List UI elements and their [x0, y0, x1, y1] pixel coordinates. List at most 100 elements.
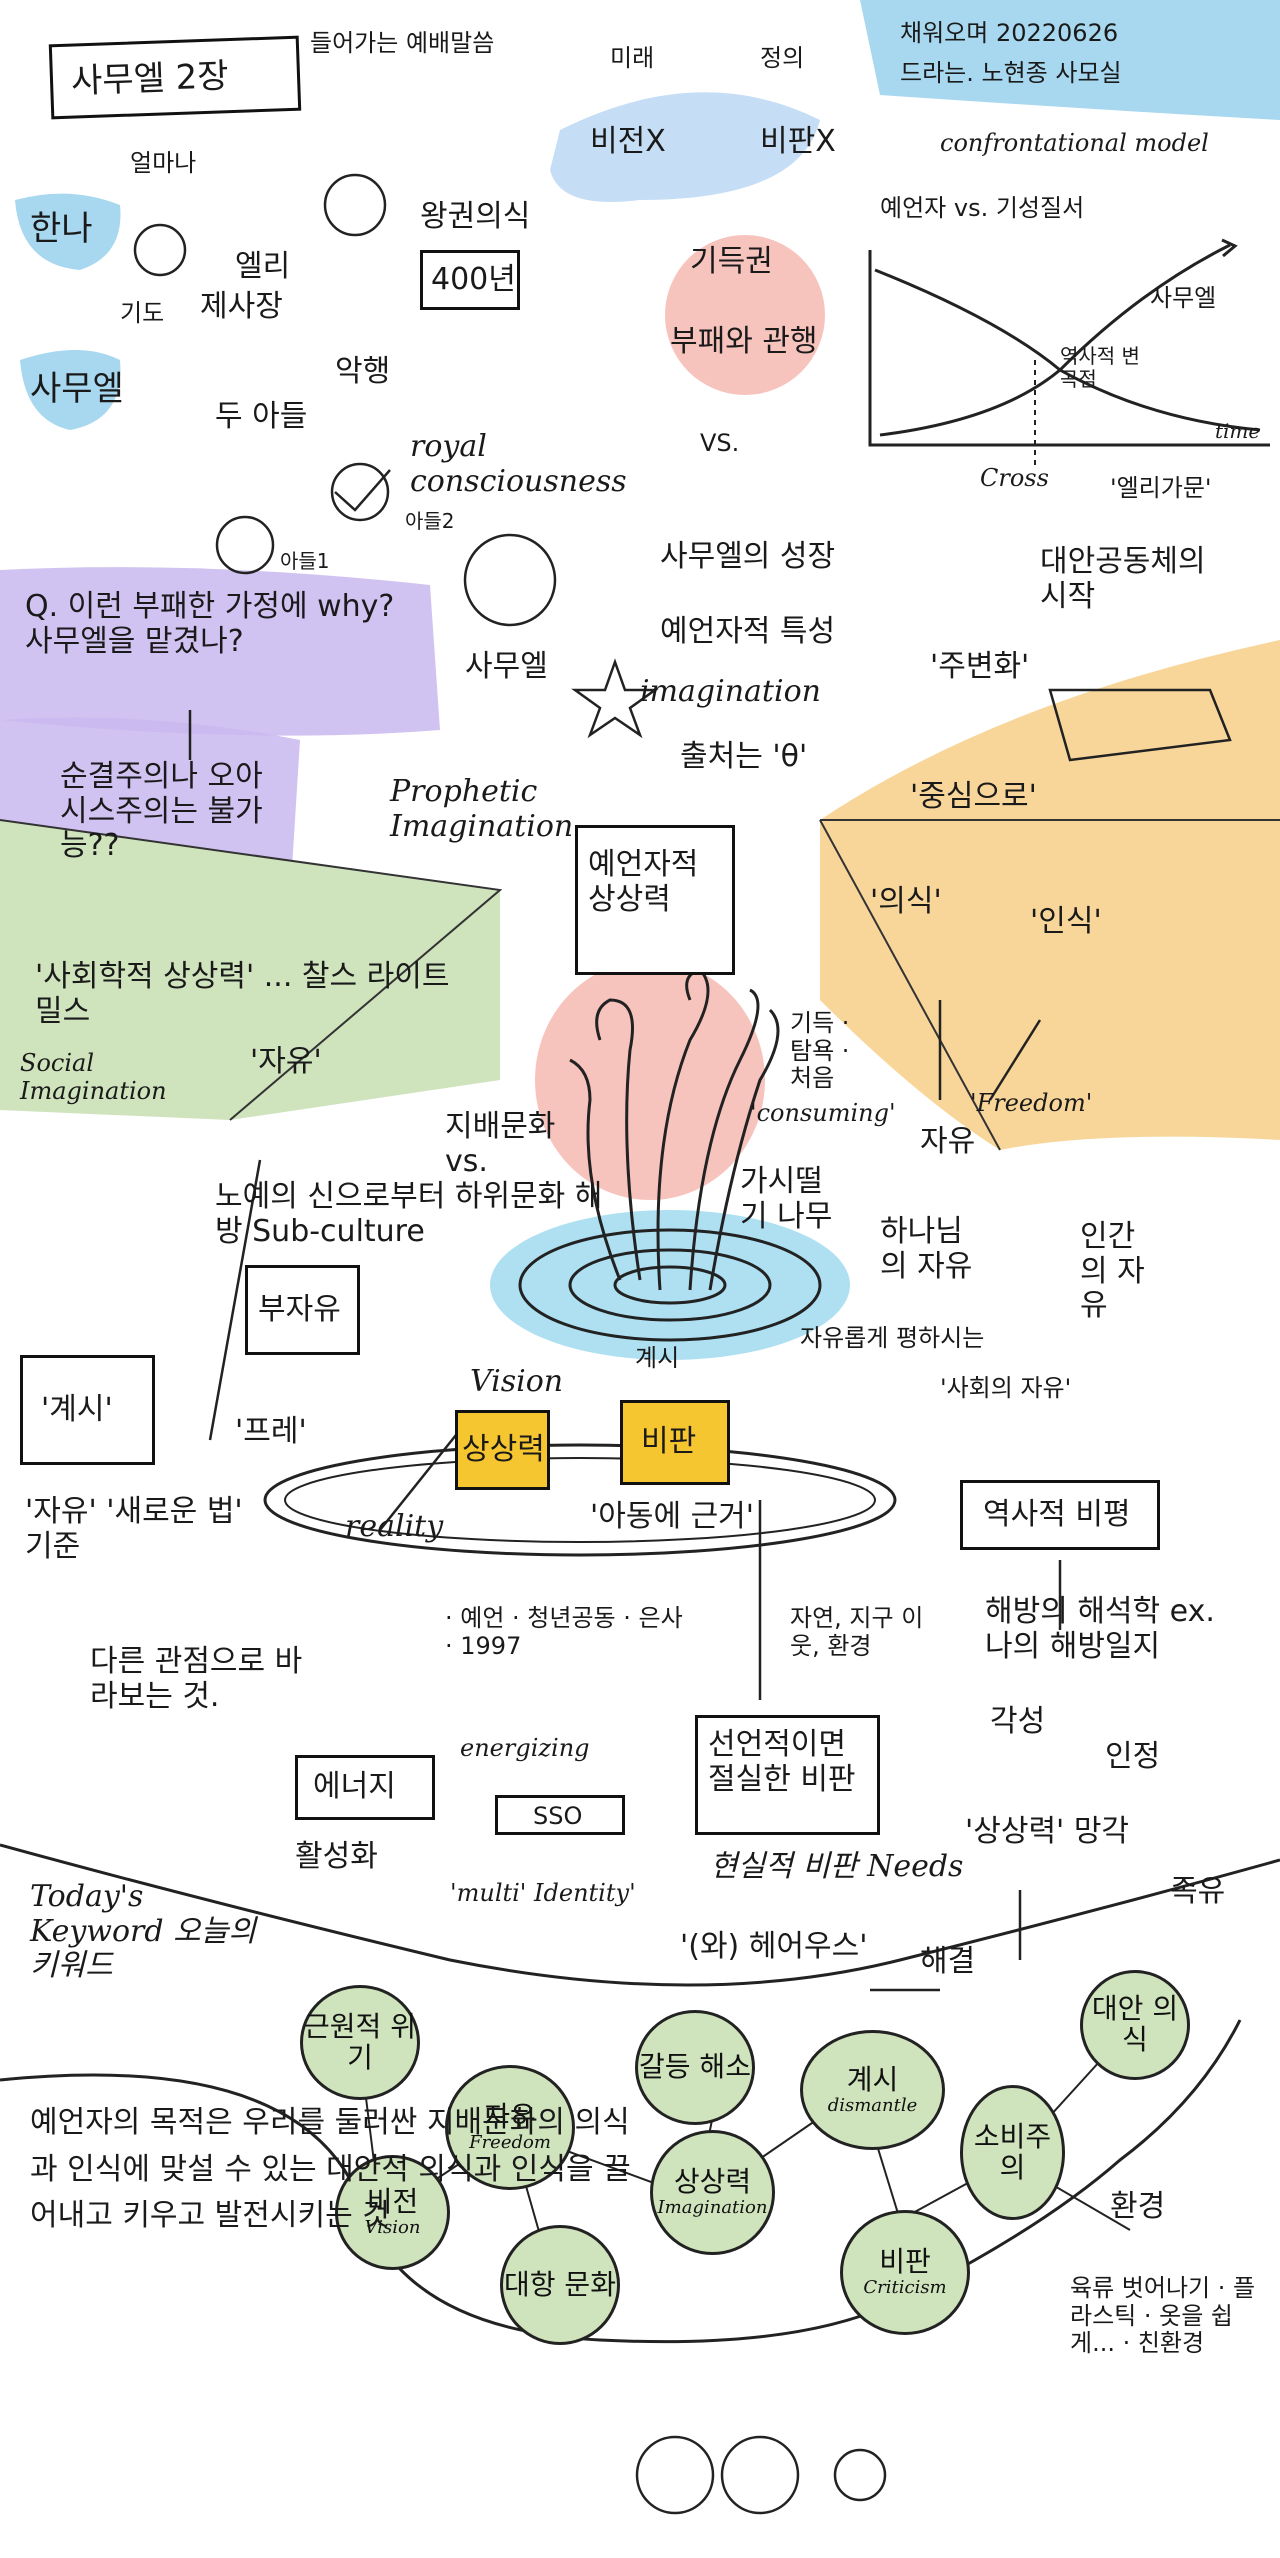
keyword-criticism-en: Criticism	[863, 2277, 947, 2298]
satisfy-label: 족유	[1170, 1874, 1226, 1909]
byline-line2: 드라는. 노현종 사모실	[900, 59, 1122, 87]
graph-time-label: time	[1215, 419, 1261, 443]
human-freedom-label: 인간의 자유	[1080, 1219, 1145, 1323]
evil-label: 악행	[335, 354, 391, 389]
other-view-label: 다른 관점으로 바라보는 것.	[90, 1644, 303, 1714]
wash-green-left	[0, 820, 500, 1120]
imagination-box: 상상력	[455, 1410, 550, 1490]
god-freedom-label: 하나님의 자유	[880, 1214, 973, 1284]
keyword-imagination: 상상력 Imagination	[650, 2130, 775, 2255]
prophetic-kr-box: 예언자적 상상력	[575, 825, 735, 975]
keyword-crisis-kr: 근원적 위기	[304, 2009, 416, 2074]
consuming-kr-label: 기득 · 탐욕 · 처음	[790, 1009, 850, 1093]
consciousness-label: '의식'	[870, 884, 942, 919]
years-box: 400년	[420, 250, 520, 310]
graph-eli-label: '엘리가문'	[1110, 474, 1212, 502]
graph-title: confrontational model	[940, 129, 1209, 157]
ruling-vs-label: 지배문화 vs.	[445, 1109, 556, 1179]
keyword-consumerism: 소비주의	[960, 2085, 1065, 2220]
justice-label: 정의	[760, 44, 805, 72]
vested-label: 기득권	[690, 244, 773, 279]
social-title: '사회학적 상상력' ... 찰스 라이트 밀스	[35, 959, 450, 1029]
criticism-box: 비판	[620, 1400, 730, 1485]
keyword-imagination-kr: 상상력	[673, 2165, 752, 2199]
bottom-wave-divider	[0, 2019, 1242, 2344]
wash-pink-fountain	[535, 960, 765, 1200]
freedom-kr-label: 자유	[920, 1124, 976, 1159]
keyword-conflict: 갈등 해소	[635, 2010, 755, 2125]
source-label: 출처는 'θ'	[680, 739, 808, 774]
hannah-label: 한나	[30, 209, 93, 249]
sons-fail-label: 아들1	[280, 549, 330, 573]
freedom-en-label: 'Freedom'	[970, 1089, 1093, 1117]
good-realistic-label: 선언적이면 절실한 비판	[708, 1727, 856, 1797]
lower-curve-divider	[0, 1843, 1280, 1987]
keyword-heading: Today's Keyword 오늘의 키워드	[30, 1879, 256, 1983]
prophet-trait-label: 예언자적 특성	[660, 614, 836, 649]
social-freedom: '자유'	[250, 1044, 322, 1079]
reality-label: reality	[345, 1509, 444, 1544]
wash-orange-right	[820, 640, 1280, 1150]
flow-arrows	[188, 710, 1062, 1992]
multi-label: 'multi' Identity'	[450, 1879, 636, 1907]
recognition-label: 인정	[1105, 1739, 1161, 1774]
wash-blue-hannah	[15, 193, 121, 270]
keyword-conflict-kr: 갈등 해소	[639, 2050, 751, 2084]
sso-box: SSO	[495, 1795, 625, 1835]
future-label: 미래	[610, 44, 655, 72]
keyword-alt-consciousness: 대안 의식	[1080, 1970, 1190, 2080]
margin-label: '주변화'	[930, 649, 1030, 684]
keyword-vision-en: Vision	[364, 2217, 421, 2238]
wash-blue-topright	[860, 0, 1280, 120]
realistic-label: 현실적 비판 Needs	[710, 1849, 964, 1884]
green-tabletop-left	[0, 819, 503, 1121]
nature-label: 자연, 지구 이웃, 환경	[790, 1604, 924, 1660]
sons2-label: 아들2	[405, 509, 455, 533]
wash-teal-pool	[490, 1210, 850, 1360]
graph-history-label: 역사적 변곡점	[1060, 344, 1140, 391]
bujayu-box: 부자유	[245, 1265, 360, 1355]
wash-pink-vested	[665, 235, 825, 395]
keyword-criticism-kr: 비판	[879, 2245, 931, 2279]
byline-line1: 채워오며 20220626	[900, 19, 1119, 47]
confrontation-graph	[868, 238, 1270, 470]
ask-label: 얼마나	[130, 149, 197, 177]
question-text: Q. 이런 부패한 가정에 why? 사무엘을 맡겼나?	[25, 589, 395, 659]
wash-blue-swirl	[550, 92, 820, 202]
activation-label: 활성화	[295, 1839, 378, 1874]
synthesis-label: 각성	[990, 1704, 1046, 1739]
social-freedom-label: '사회의 자유'	[940, 1374, 1072, 1402]
grounds-label: '아동에 근거'	[590, 1499, 755, 1534]
reality-ellipse	[263, 1443, 897, 1557]
wash-blue-samuel	[20, 350, 121, 430]
amazing-label: '(와) 헤어우스'	[680, 1929, 868, 1964]
bujayu-label: 부자유	[258, 1292, 341, 1327]
imagination-label: imagination	[640, 674, 821, 709]
page-title: 사무엘 2장	[70, 56, 230, 102]
vision-en-label: Vision	[470, 1364, 564, 1399]
social-en: Social Imagination	[20, 1049, 167, 1105]
historical-label: 역사적 비평	[983, 1497, 1131, 1532]
title-banner: 사무엘 2장	[48, 35, 302, 120]
critique-x-label: 비판X	[760, 124, 836, 159]
graph-samuel-label: 사무엘	[1150, 284, 1217, 312]
prophetic-en-label: Prophetic Imagination	[390, 774, 574, 844]
prophetic-kr-label: 예언자적 상상력	[588, 847, 699, 917]
environment-label: 환경	[1110, 2189, 1166, 2224]
vs-label: VS.	[700, 429, 740, 457]
samuel-face-label: 사무엘	[465, 649, 548, 684]
labour-label: 가시떨기 나무	[740, 1164, 833, 1234]
keyword-imagination-en: Imagination	[657, 2197, 768, 2218]
priest-label: 제사장	[200, 289, 283, 324]
corruption-label: 부패와 관행	[670, 324, 818, 359]
answer-text: 순결주의나 오아시스주의는 불가능??	[60, 759, 263, 863]
imagination-poverty-label: '상상력' 망각	[965, 1814, 1130, 1849]
keyword-consumerism-kr: 소비주의	[973, 2119, 1052, 2184]
royal-en-label: royal consciousness	[410, 429, 627, 499]
graph-cross-label: Cross	[980, 464, 1049, 492]
liberation-label: 노예의 신으로부터 하위문화 해방 Sub-culture	[215, 1179, 603, 1249]
alt-community-label: 대안공동체의 시작	[1040, 544, 1206, 614]
fountain-illustration	[518, 968, 822, 1342]
keyword-criticism: 비판 Criticism	[840, 2210, 970, 2335]
